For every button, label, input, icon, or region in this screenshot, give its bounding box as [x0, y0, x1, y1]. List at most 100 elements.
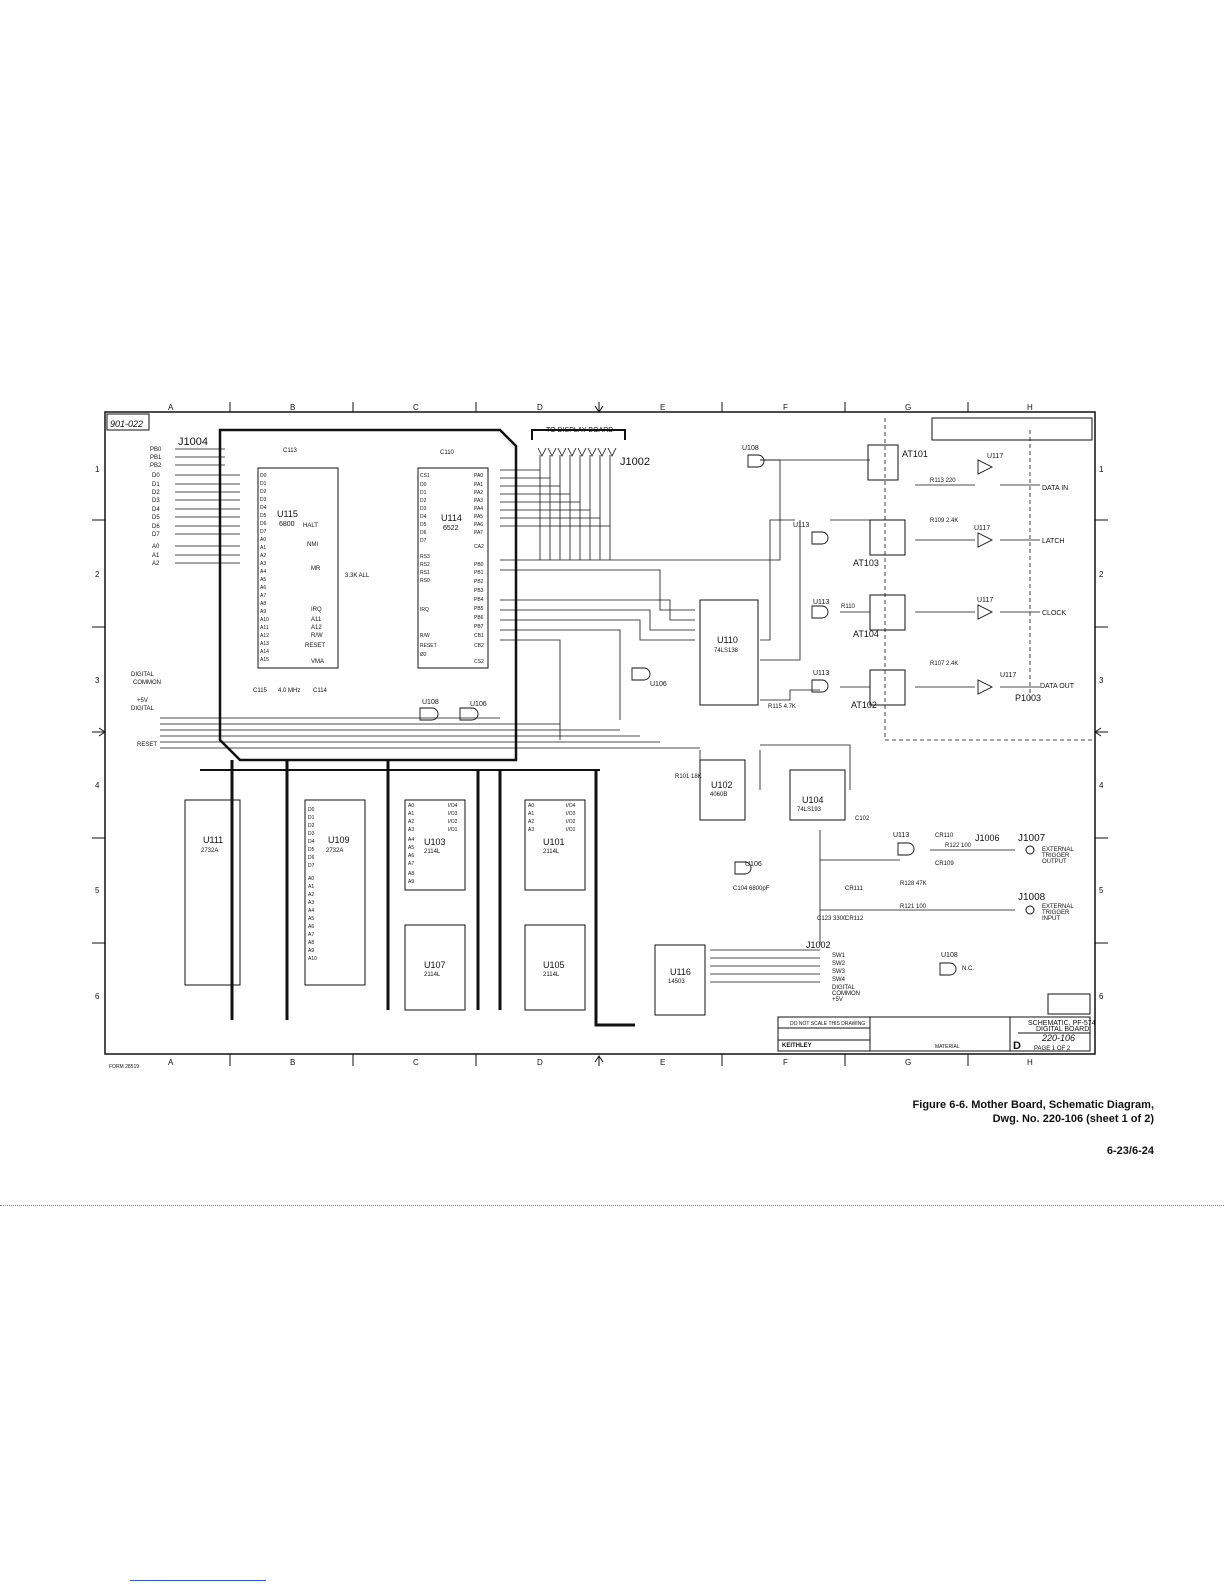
- u107-part: 2114L: [424, 972, 441, 978]
- u114-pin-label: IRQ: [420, 607, 429, 613]
- u109-pin-label: D3: [308, 831, 315, 837]
- r128-label: R128 47K: [900, 881, 927, 887]
- u109-pin-label: A1: [308, 884, 314, 890]
- col-label-top-b: B: [290, 403, 295, 412]
- chip-u114: U114 6522 C110: [440, 450, 462, 532]
- u115-pin-label: A6: [260, 585, 266, 591]
- column-labels: A B C D E F G H A B C D E F G H: [168, 403, 1033, 1067]
- u110-ref: U110: [717, 635, 738, 645]
- u103-pin-label: A0: [408, 803, 414, 809]
- ext-trig-out-line1: EXTERNAL: [1042, 847, 1074, 853]
- do-not-scale-note: DO NOT SCALE THIS DRAWING: [790, 1021, 865, 1027]
- u114-pin-label: D4: [420, 514, 427, 520]
- u115-pin-label: A14: [260, 649, 269, 655]
- u101-pin-label: I/O1: [566, 827, 576, 833]
- u114-pin-label: D0: [420, 482, 427, 488]
- u115-pin-label: D0: [260, 473, 267, 479]
- col-label-bottom-a: A: [168, 1058, 174, 1067]
- c114-label: C114: [313, 688, 328, 694]
- crystal-freq: 4.0 MHz: [278, 688, 300, 694]
- col-label-top-d: D: [537, 403, 543, 412]
- u101-pin-label: I/O2: [566, 819, 576, 825]
- u115-a11: A11: [311, 617, 322, 623]
- u109-pin-label: A2: [308, 892, 314, 898]
- reset-label: RESET: [137, 742, 157, 748]
- u109-ref: U109: [328, 835, 350, 845]
- u101-pin-label: A1: [528, 811, 534, 817]
- drawing-ref-box: 901-022: [106, 413, 150, 431]
- u106c-gate-symbol: [734, 861, 752, 875]
- u114-part: 6522: [443, 525, 459, 532]
- digital-common-label: DIGITAL: [131, 672, 155, 678]
- col-label-top-g: G: [905, 403, 911, 412]
- j1004-pin-label: PB2: [150, 463, 162, 469]
- u114-pin-label: RS3: [420, 554, 430, 560]
- at104-label: AT104: [853, 629, 879, 639]
- u106a-label: U106: [470, 701, 487, 708]
- bus-lines: [200, 428, 635, 1027]
- u117a-label: U117: [987, 453, 1003, 460]
- ext-trig-in-line2: TRIGGER: [1042, 910, 1070, 916]
- pullup-note: 3.3K ALL: [345, 573, 370, 579]
- u115-pin-label: D2: [260, 489, 267, 495]
- drawing-number: 220-106: [1041, 1033, 1075, 1043]
- u115-part: 6800: [279, 521, 295, 528]
- j1004-label: J1004: [178, 436, 208, 448]
- title-block: [777, 417, 1093, 1052]
- u114-pin-label: PA4: [474, 506, 483, 512]
- u109-pin-label: A5: [308, 916, 314, 922]
- col-label-top-a: A: [168, 403, 174, 412]
- j1004-pins: PB0 PB1 PB2 D0 D1 D2 D3 D4 D5 D6 D7 A0 A…: [150, 447, 162, 567]
- u109-pin-label: D4: [308, 839, 315, 845]
- c110-label: C110: [440, 450, 455, 456]
- row-label-left-2: 2: [95, 570, 100, 579]
- col-label-bottom-f: F: [783, 1058, 788, 1067]
- data-in-label: DATA IN: [1042, 485, 1068, 492]
- col-label-top-h: H: [1027, 403, 1033, 412]
- data-out-label: DATA OUT: [1040, 683, 1075, 690]
- digital-common-label: COMMON: [133, 680, 161, 686]
- r113-label: R113 220: [930, 478, 956, 484]
- u113b-gate-symbol: [811, 605, 829, 619]
- u115-pin-label: A5: [260, 577, 266, 583]
- u103-part: 2114L: [424, 849, 441, 855]
- drawing-page: PAGE 1 OF 2: [1034, 1046, 1071, 1052]
- u114-pin-label: PA5: [474, 514, 483, 520]
- c104-label: C104 6800pF: [733, 886, 770, 892]
- u115-pin-label: A7: [260, 593, 266, 599]
- u114-pin-label: D5: [420, 522, 427, 528]
- memory-chips: U111 2732A U109 2732A U103 2114L U107 21…: [201, 780, 824, 985]
- u107-box: [404, 924, 466, 1011]
- u109-part: 2732A: [326, 848, 343, 854]
- u116-ref: U116: [670, 967, 691, 977]
- u109-pin-label: D2: [308, 823, 315, 829]
- u104-ref: U104: [802, 795, 824, 805]
- opto-labels: AT101 AT103 AT104 AT102: [851, 449, 928, 710]
- u101-pin-label: I/O4: [566, 803, 576, 809]
- u113c-label: U113: [813, 670, 829, 677]
- u115-pin-label: A2: [260, 553, 266, 559]
- u117d-buffer-symbol: [977, 679, 994, 695]
- u115-pin-label: D7: [260, 529, 267, 535]
- u115-ref: U115: [277, 509, 298, 519]
- u117d-label: U117: [1000, 672, 1016, 679]
- u115-pin-label: D1: [260, 481, 267, 487]
- cr109-label: CR109: [935, 861, 954, 867]
- u114-ref: U114: [441, 513, 462, 523]
- u108a-gate-symbol: [419, 707, 439, 721]
- gate-labels: U108 U106 U106 U113 U113 U113 U113 U117 …: [422, 445, 1016, 959]
- u103-pin-label: I/O1: [448, 827, 458, 833]
- wiring: [160, 448, 1040, 983]
- u115-pin-label: D3: [260, 497, 267, 503]
- left-power-labels: DIGITAL COMMON +5V DIGITAL RESET: [131, 672, 161, 748]
- u102-box: [699, 759, 746, 821]
- u115-pin-label: A11: [260, 625, 269, 631]
- u103-pin-label: I/O3: [448, 811, 458, 817]
- drawing-subtitle: DIGITAL BOARD: [1036, 1026, 1089, 1033]
- u103-pin-label: A4: [408, 837, 414, 843]
- chip-u115: U115 6800 C113 HALT NMI MR IRQ A11 A12 R…: [253, 448, 370, 694]
- display-board-bracket: [531, 429, 626, 440]
- u103-box: [404, 799, 466, 891]
- j1004-pin-label: A0: [152, 544, 160, 550]
